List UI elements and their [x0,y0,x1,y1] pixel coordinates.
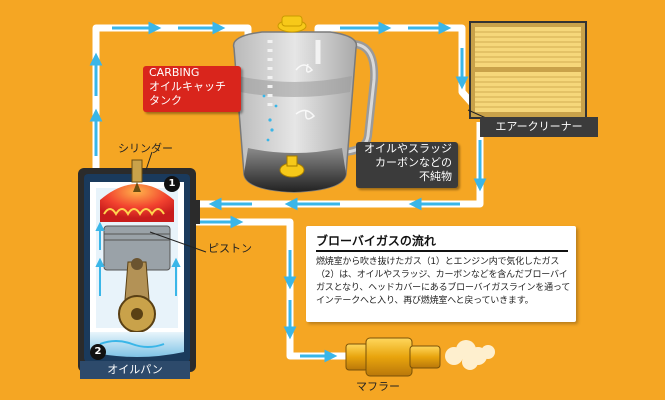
impurity-label-box: オイルやスラッジ カーボンなどの 不純物 [356,142,458,188]
muffler-label: マフラー [356,380,400,393]
tank-icon [232,15,379,193]
info-panel: ブローバイガスの流れ 燃焼室から吹き抜けたガス（1）とエンジン内で気化したガス（… [306,226,576,322]
info-title: ブローバイガスの流れ [316,234,436,248]
carbing-label-box: CARBING オイルキャッチ タンク [143,66,241,112]
muffler-icon [345,337,441,377]
exhaust-cloud-icon [445,340,495,370]
impurity-label-line1: オイルやスラッジ [364,142,452,155]
leader-lines [145,109,487,253]
info-body-text: 燃焼室から吹き抜けたガス（1）とエンジン内で気化したガス（2）は、オイルやスラッ… [316,257,571,306]
air-filter-icon [469,21,587,119]
badge-2: 2 [90,344,106,360]
cylinder-label: シリンダー [118,142,173,155]
piston-label: ピストン [208,242,252,255]
air-cleaner-label: エアークリーナー [480,117,598,137]
info-divider [316,250,568,252]
flow-arrows [89,21,487,363]
carbing-label-line1: CARBING [149,66,200,79]
engine-icon [78,159,200,372]
carbing-label-line2: オイルキャッチ [149,80,226,93]
badge-1: 1 [164,176,180,192]
impurity-label-line2: カーボンなどの [375,156,452,169]
impurity-label-line3: 不純物 [419,170,452,183]
oil-pan-label: オイルパン [80,361,190,379]
carbing-label-line3: タンク [149,94,182,107]
